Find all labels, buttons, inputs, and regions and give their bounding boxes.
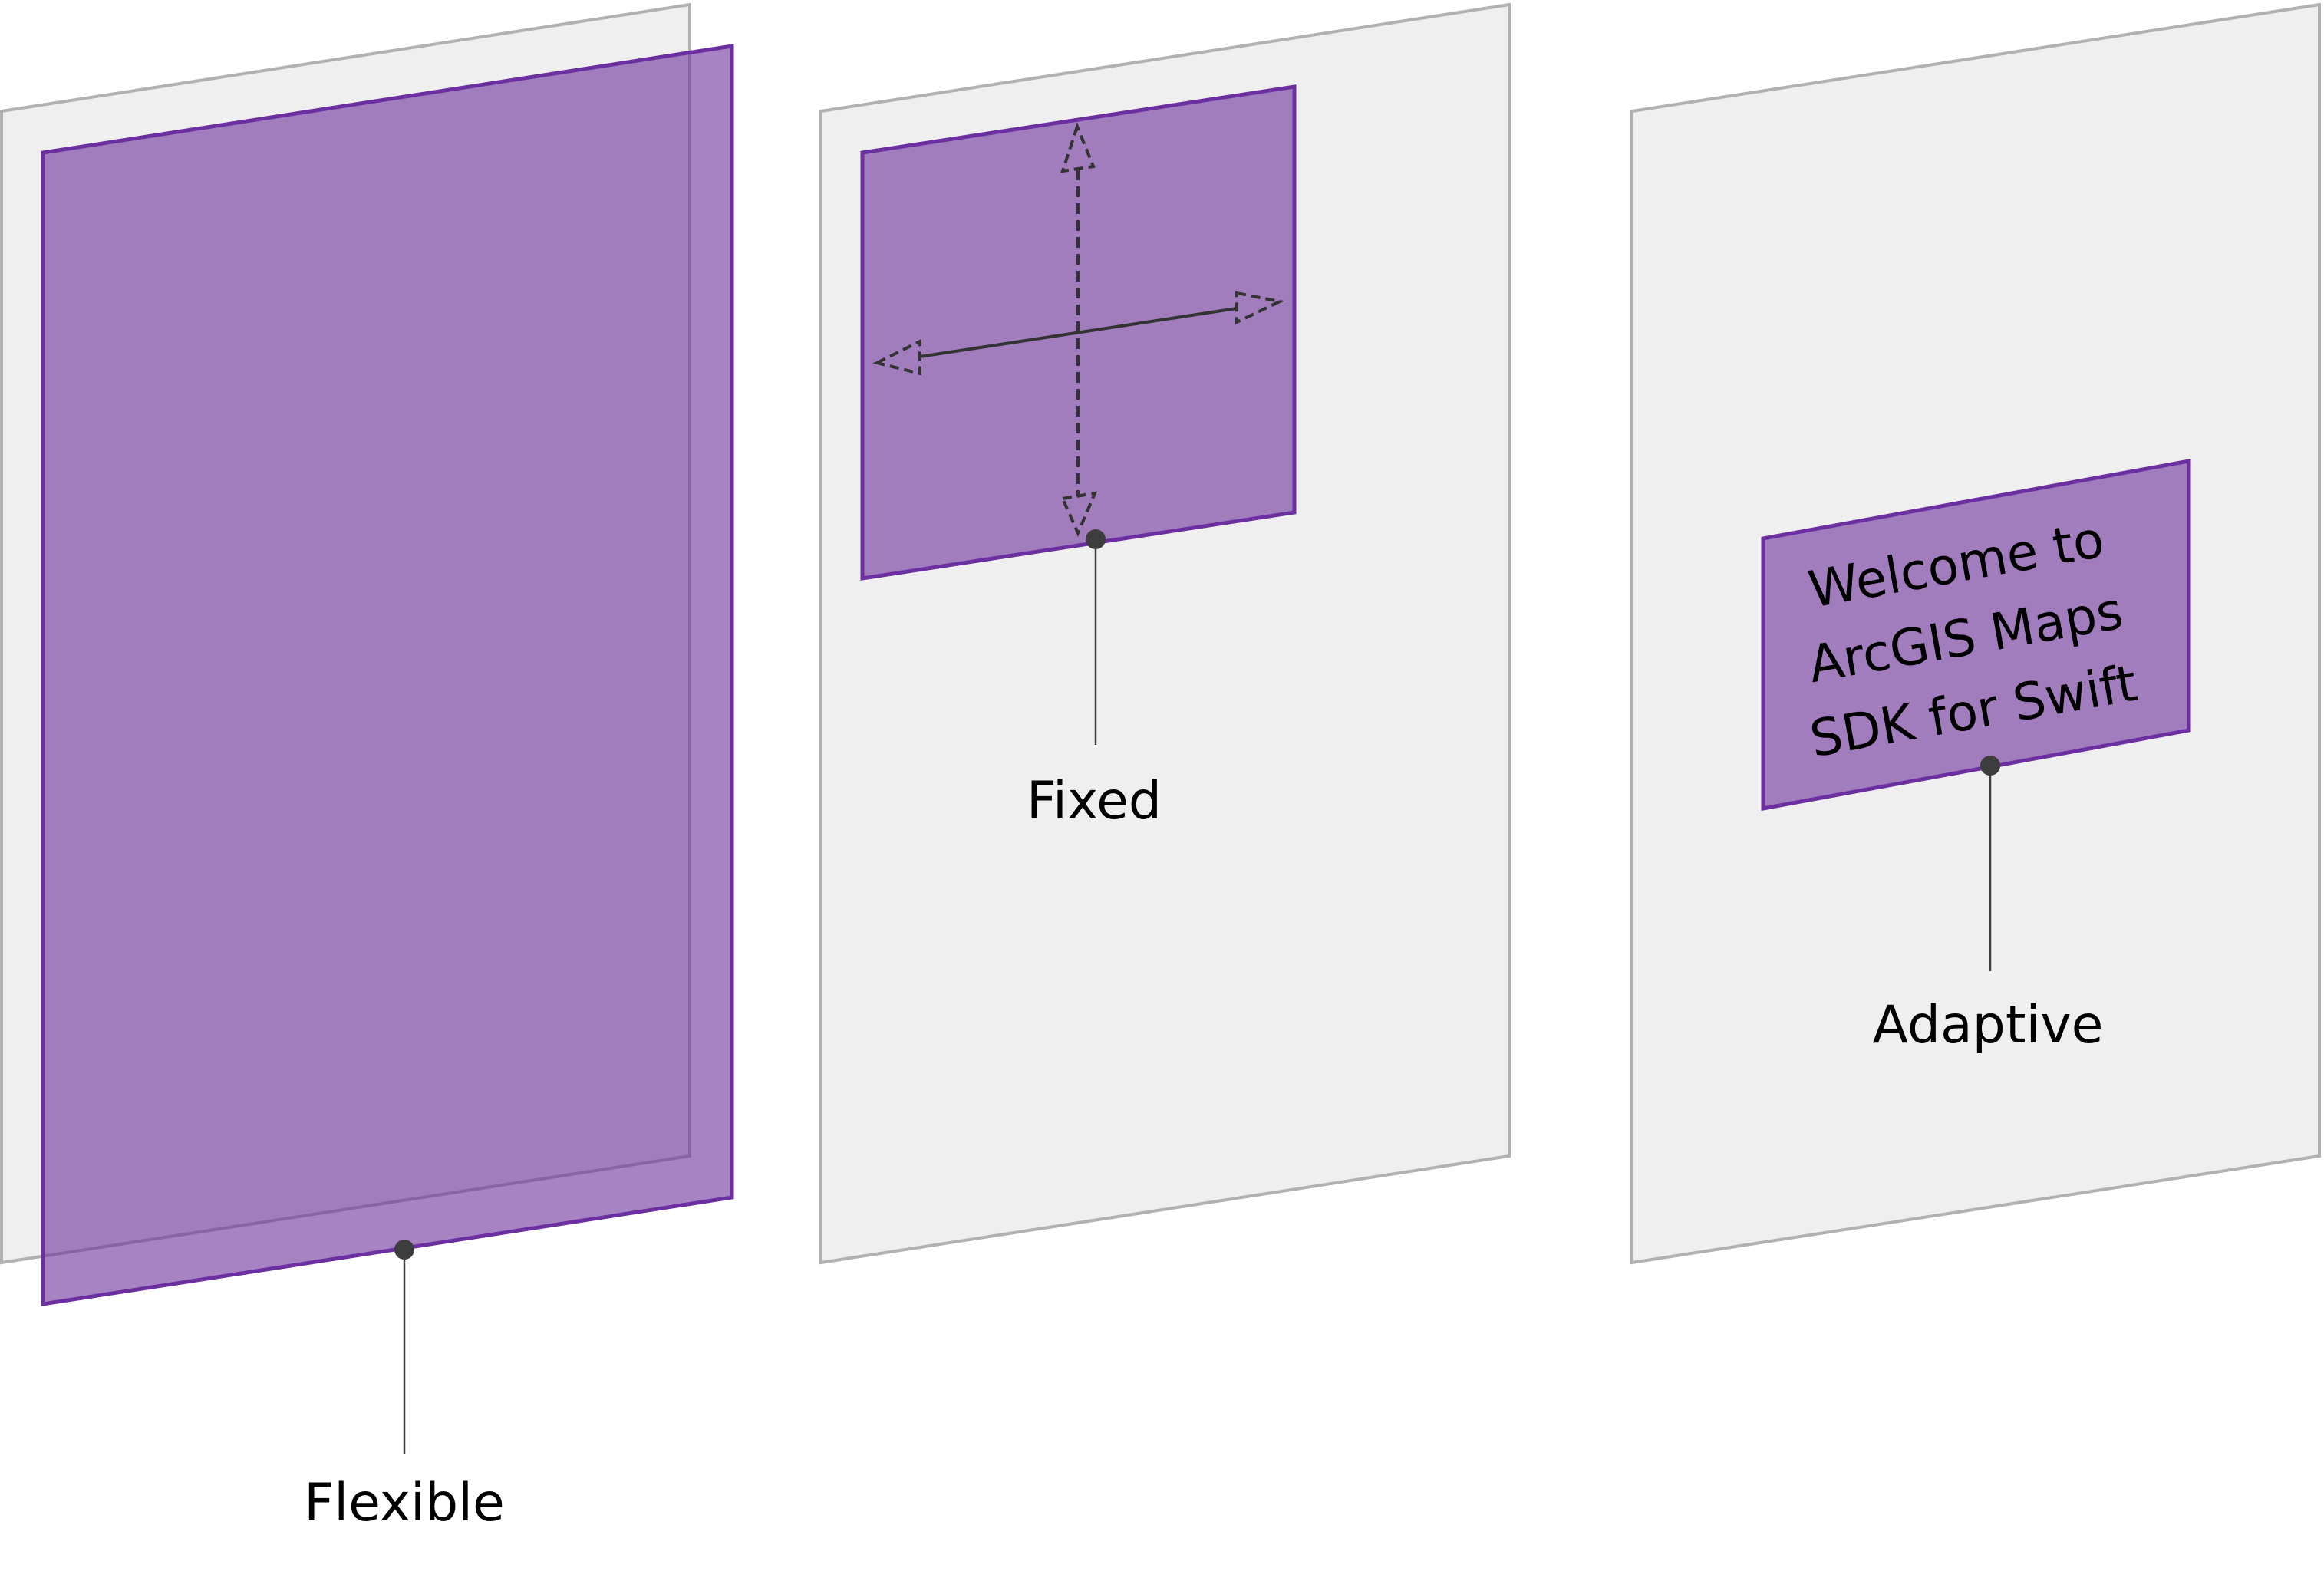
adaptive-view <box>1761 459 2191 812</box>
fixed-panel: Fixed <box>819 2 1511 1265</box>
flexible-view <box>41 44 734 1306</box>
down-arrowhead-icon <box>1060 491 1098 538</box>
fixed-anchor-dot <box>1086 529 1106 549</box>
left-arrowhead-icon <box>872 338 921 376</box>
up-arrowhead-icon <box>1060 122 1096 173</box>
horizontal-arrow-shaft <box>919 307 1238 358</box>
flexible-label: Flexible <box>304 1473 505 1533</box>
flexible-panel: Flexible <box>0 2 734 1533</box>
adaptive-panel: Welcome to ArcGIS Maps SDK for Swift Ada… <box>1630 2 2321 1265</box>
adaptive-anchor-dot <box>1980 756 2000 776</box>
vertical-resize-arrow-icon <box>1060 122 1098 538</box>
horizontal-resize-arrow-icon <box>872 291 1285 376</box>
right-arrowhead-icon <box>1235 291 1285 325</box>
fixed-label: Fixed <box>1027 771 1162 832</box>
adaptive-label: Adaptive <box>1873 995 2104 1056</box>
flexible-anchor-dot <box>394 1240 414 1260</box>
